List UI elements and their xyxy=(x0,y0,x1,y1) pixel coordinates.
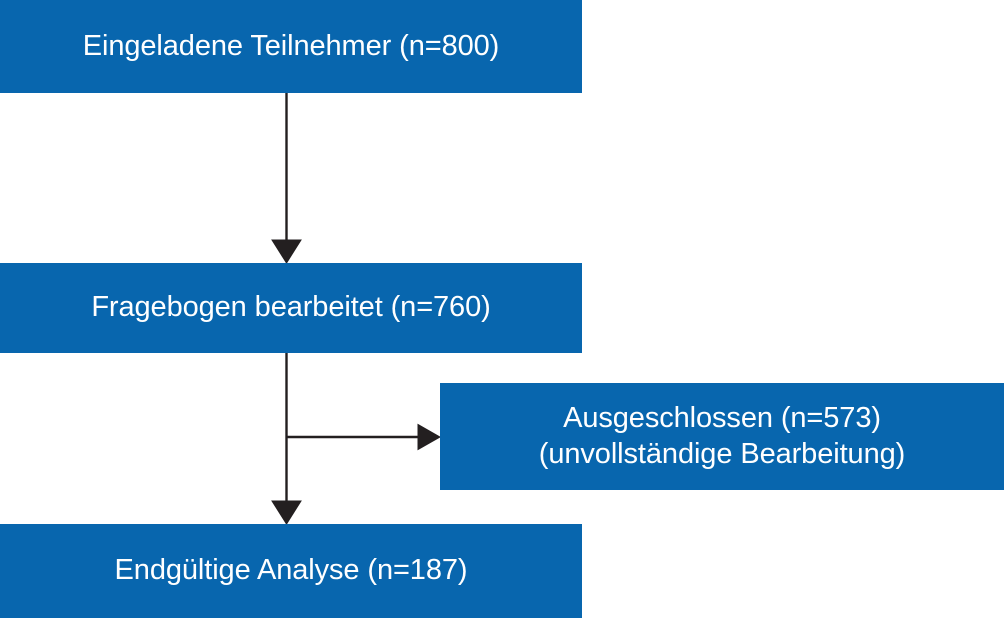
node-excluded-content: Ausgeschlossen (n=573) (unvollständige B… xyxy=(444,401,1000,472)
node-invited-participants-label: Eingeladene Teilnehmer (n=800) xyxy=(82,29,500,62)
node-invited-participants-content: Eingeladene Teilnehmer (n=800) xyxy=(3,29,579,64)
edge-invited-to-completed-arrowhead xyxy=(271,239,302,264)
node-final-analysis: Endgültige Analyse (n=187) xyxy=(0,524,582,618)
node-final-analysis-label: Endgültige Analyse (n=187) xyxy=(114,554,468,587)
node-excluded-label-primary: Ausgeschlossen (n=573) xyxy=(563,402,881,435)
node-questionnaire-completed: Fragebogen bearbeitet (n=760) xyxy=(0,263,582,353)
node-final-analysis-content: Endgültige Analyse (n=187) xyxy=(3,553,579,588)
edge-completed-to-excluded-arrowhead xyxy=(417,423,442,451)
node-excluded: Ausgeschlossen (n=573) (unvollständige B… xyxy=(440,383,1004,490)
node-invited-participants: Eingeladene Teilnehmer (n=800) xyxy=(0,0,582,93)
node-excluded-label-reason: (unvollständige Bearbeitung) xyxy=(538,437,906,470)
edge-completed-to-final-arrowhead xyxy=(271,500,302,525)
node-questionnaire-completed-content: Fragebogen bearbeitet (n=760) xyxy=(3,290,579,325)
node-questionnaire-completed-label: Fragebogen bearbeitet (n=760) xyxy=(91,291,491,324)
